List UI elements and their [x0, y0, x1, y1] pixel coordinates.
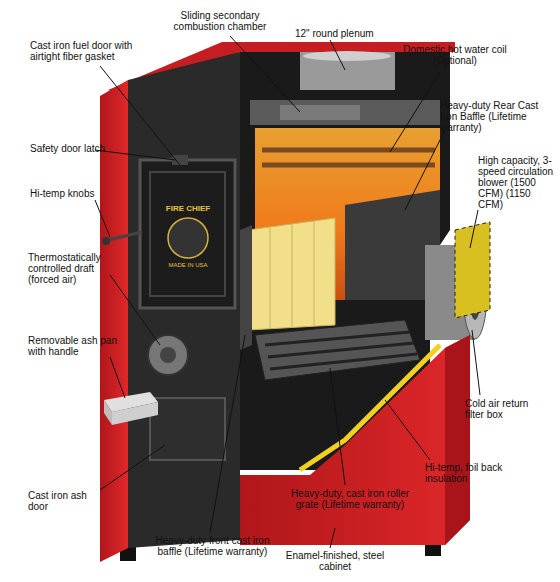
front-panel: [128, 52, 240, 548]
leader-line: [210, 335, 245, 533]
round-plenum: [300, 52, 395, 90]
part-label: Cast iron fuel door with airtight fiber …: [30, 40, 140, 62]
part-label: Cast iron ash door: [28, 490, 108, 512]
leader-line: [330, 40, 345, 70]
cabinet-side: [445, 335, 470, 545]
grate-bar: [268, 343, 414, 357]
part-label: Hi-temp, foil back insulation: [425, 462, 520, 484]
part-label: High capacity, 3-speed circulation blowe…: [478, 155, 558, 210]
leader-line: [385, 400, 430, 460]
leader-line: [230, 36, 300, 112]
firebrick: [248, 218, 335, 330]
part-label: Heavy-duty Rear Cast Iron Baffle (Lifeti…: [440, 100, 555, 133]
leader-line: [110, 275, 160, 345]
door-emblem: [168, 218, 208, 258]
roller-grate: [255, 320, 420, 380]
plenum-opening: [303, 51, 391, 61]
hot-water-coil: [262, 163, 435, 168]
secondary-chamber: [250, 100, 440, 125]
door-marking: MADE IN USA: [158, 262, 218, 269]
leader-line: [405, 130, 445, 210]
part-label: Cold air return filter box: [465, 398, 550, 420]
leader-line: [110, 357, 125, 398]
leader-line: [472, 330, 480, 395]
leader-line: [95, 150, 175, 160]
part-label: Thermostatically controlled draft (force…: [28, 252, 128, 285]
firebrick-joint: [292, 224, 293, 328]
leader-line: [470, 210, 478, 248]
leader-line: [95, 200, 110, 237]
part-label: Heavy-duty front cast iron baffle (Lifet…: [150, 535, 275, 557]
leader-line: [390, 72, 440, 152]
front-baffle: [240, 225, 252, 350]
part-label: 12" round plenum: [295, 28, 395, 39]
sliding-plate: [280, 105, 360, 120]
door-frame: [150, 172, 225, 296]
part-label: Hi-temp knobs: [30, 188, 110, 199]
door-marking: FIRE CHIEF: [152, 204, 224, 213]
part-label: Domestic hot water coil (Optional): [395, 44, 515, 66]
steel-cabinet: [240, 335, 470, 545]
leader-line: [330, 368, 345, 485]
knob-rod: [108, 232, 142, 240]
leader-line: [100, 66, 180, 165]
draft-fan: [160, 347, 176, 363]
ash-pan: [112, 402, 158, 425]
part-label: Safety door latch: [30, 143, 130, 154]
firebrick-joint: [270, 227, 271, 329]
part-label: Removable ash pan with handle: [28, 335, 123, 357]
hi-temp-knob: [102, 237, 110, 245]
ash-door: [150, 398, 225, 460]
grate-bar: [265, 332, 410, 345]
leader-line: [100, 445, 165, 490]
part-label: Sliding secondary combustion chamber: [160, 10, 280, 32]
draft-control: [148, 335, 188, 375]
firebrick-joint: [314, 221, 315, 326]
part-label: Heavy-duty, cast iron roller grate (Life…: [290, 488, 410, 510]
grate-bar: [270, 354, 417, 369]
part-label: Enamel-finished, steel cabinet: [275, 550, 395, 572]
hot-water-coil: [262, 148, 435, 153]
leader-line: [330, 528, 335, 548]
fuel-door: [140, 160, 235, 308]
ash-pan: [104, 400, 112, 425]
